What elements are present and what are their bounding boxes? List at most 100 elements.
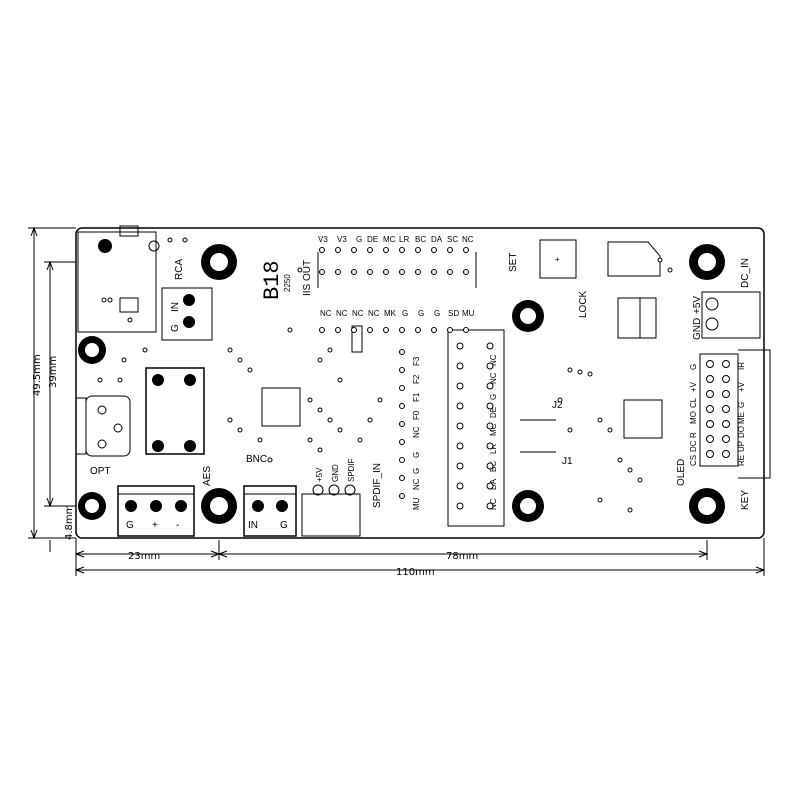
svg-text:LR: LR xyxy=(489,444,498,454)
svg-text:NC: NC xyxy=(412,426,421,438)
svg-text:MC: MC xyxy=(383,235,396,244)
via xyxy=(557,397,563,403)
via xyxy=(486,442,494,450)
chip-mcu xyxy=(623,399,663,439)
via xyxy=(327,417,333,423)
via xyxy=(237,357,243,363)
svg-text:DE: DE xyxy=(489,407,498,418)
via xyxy=(722,375,730,383)
svg-text:LR: LR xyxy=(399,235,409,244)
regulator xyxy=(617,297,657,339)
svg-text:NC: NC xyxy=(336,309,348,318)
dim-offset-bottom: 4.8mm xyxy=(64,505,75,540)
via xyxy=(317,407,323,413)
via xyxy=(97,377,103,383)
svg-text:G: G xyxy=(689,364,698,370)
j2-label: J2 xyxy=(552,400,563,411)
via xyxy=(377,397,383,403)
via xyxy=(142,347,148,353)
col-pins-a: MU NC G G NC F0 F1 F2 F3 xyxy=(412,356,421,510)
via xyxy=(107,297,113,303)
via xyxy=(627,467,633,473)
svg-text:MU: MU xyxy=(412,497,421,510)
oled-key-header xyxy=(699,353,739,467)
via xyxy=(486,382,494,390)
via xyxy=(415,327,421,333)
via xyxy=(287,327,293,333)
via xyxy=(486,502,494,510)
dc-pin-gnd: GND xyxy=(692,318,703,340)
svg-text:NC: NC xyxy=(489,372,498,384)
aes-label: AES xyxy=(202,466,213,486)
aes-terminal xyxy=(117,485,195,537)
svg-text:UP: UP xyxy=(737,441,746,452)
oled-pins-b: RE UP DO ME G +V IR xyxy=(737,362,746,466)
via xyxy=(367,247,373,253)
via xyxy=(117,377,123,383)
via xyxy=(121,357,127,363)
via xyxy=(399,403,405,409)
via xyxy=(257,437,263,443)
bnc-terminal xyxy=(243,485,297,537)
via xyxy=(431,247,437,253)
via xyxy=(367,269,373,275)
svg-text:BC: BC xyxy=(489,461,498,472)
iis-second-pin-labels: NC NC NC NC MK G G G SD MU xyxy=(320,309,475,318)
dim-height-outer: 49.5mm xyxy=(32,354,43,396)
svg-text:MU: MU xyxy=(462,309,475,318)
svg-text:MO: MO xyxy=(689,411,698,424)
via xyxy=(399,457,405,463)
opt-connector xyxy=(75,395,131,457)
svg-text:NC: NC xyxy=(489,498,498,510)
spdif-pin-5v: +5V xyxy=(315,467,324,482)
via xyxy=(227,347,233,353)
svg-text:BC: BC xyxy=(415,235,426,244)
via xyxy=(567,427,573,433)
svg-text:NC: NC xyxy=(368,309,380,318)
via xyxy=(706,420,714,428)
svg-text:G: G xyxy=(412,452,421,458)
iis-out-label: IIS OUT xyxy=(302,260,313,296)
via xyxy=(722,420,730,428)
via xyxy=(357,437,363,443)
via xyxy=(127,317,133,323)
via xyxy=(722,360,730,368)
svg-text:DA: DA xyxy=(431,235,443,244)
via xyxy=(597,497,603,503)
via xyxy=(456,482,464,490)
svg-text:G: G xyxy=(356,235,362,244)
svg-text:R: R xyxy=(689,432,698,438)
via xyxy=(399,439,405,445)
via xyxy=(627,507,633,513)
board-outline xyxy=(75,227,765,539)
via xyxy=(399,269,405,275)
svg-text:G: G xyxy=(434,309,440,318)
via xyxy=(367,327,373,333)
via xyxy=(335,327,341,333)
svg-text:F0: F0 xyxy=(412,410,421,420)
svg-text:G: G xyxy=(489,394,498,400)
via xyxy=(587,371,593,377)
via xyxy=(351,269,357,275)
via xyxy=(383,247,389,253)
dc-pin-5v: +5V xyxy=(692,296,703,314)
svg-text:F3: F3 xyxy=(412,356,421,366)
via xyxy=(722,390,730,398)
svg-text:+: + xyxy=(555,255,560,264)
via xyxy=(706,435,714,443)
svg-text:V3: V3 xyxy=(318,235,328,244)
svg-text:NC: NC xyxy=(489,354,498,366)
via xyxy=(307,397,313,403)
via xyxy=(486,462,494,470)
via xyxy=(399,475,405,481)
spdif-pin-spdif: SPDIF xyxy=(347,458,356,482)
dim-width-holes: 78mm xyxy=(446,551,478,562)
via xyxy=(486,362,494,370)
svg-text:+V: +V xyxy=(737,381,746,392)
via xyxy=(657,257,663,263)
via xyxy=(319,247,325,253)
via xyxy=(577,369,583,375)
via xyxy=(486,482,494,490)
via xyxy=(247,367,253,373)
